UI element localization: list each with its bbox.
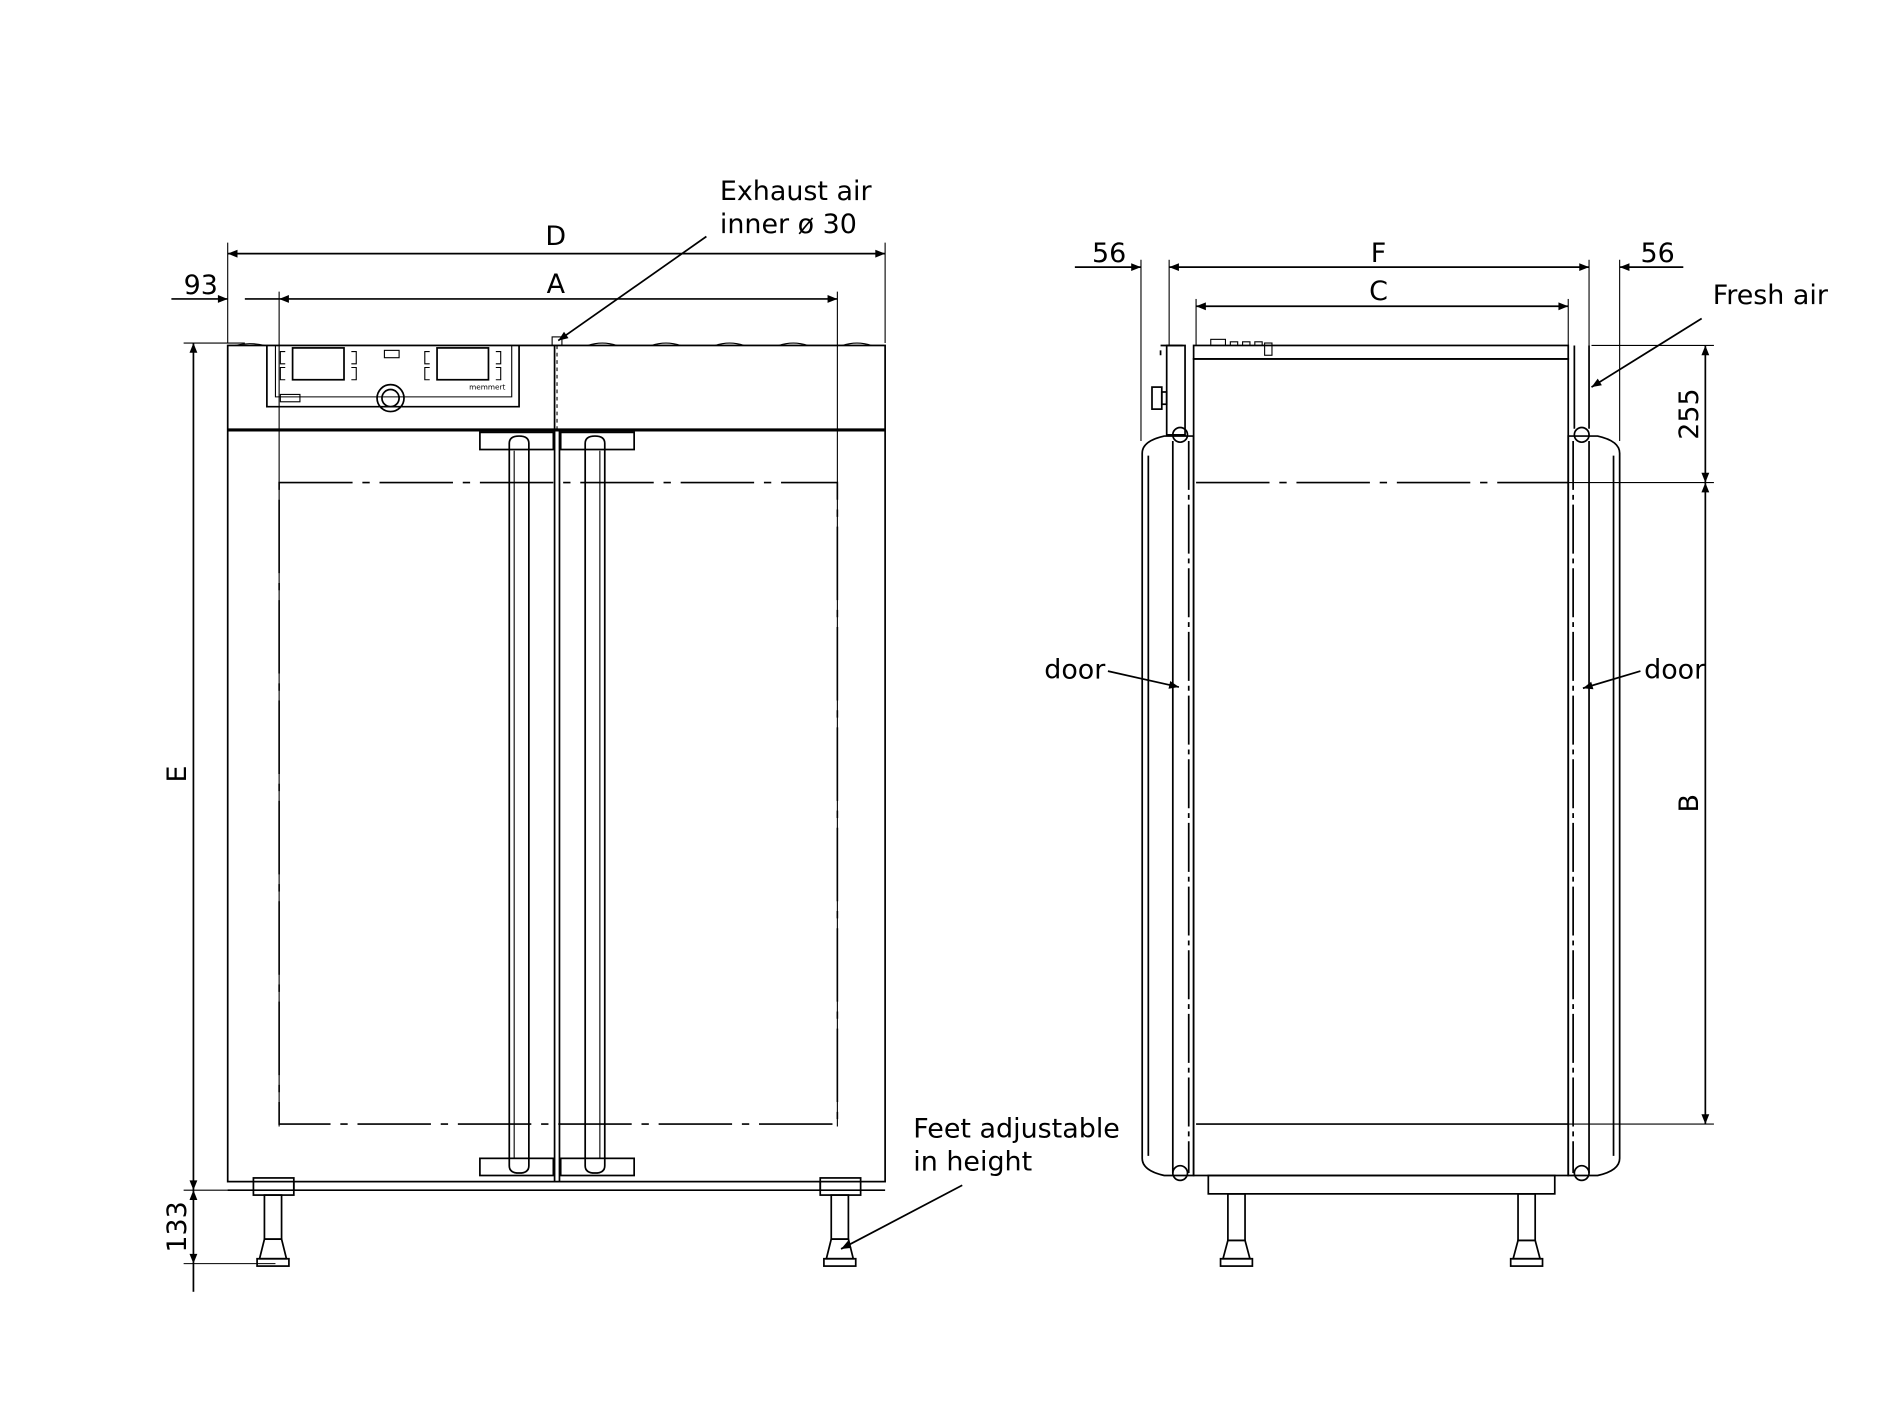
dim-b-label: B bbox=[1674, 794, 1705, 812]
fresh-air-callout: Fresh air bbox=[1591, 280, 1829, 388]
dim-56-right-label: 56 bbox=[1640, 238, 1674, 269]
door-handles bbox=[479, 431, 636, 1177]
dimension-d: D bbox=[227, 221, 886, 344]
dimension-f: F 56 56 bbox=[1074, 238, 1684, 441]
side-view: F 56 56 C 255 B bbox=[1044, 238, 1829, 1267]
door-right bbox=[1567, 345, 1621, 1182]
dim-56-left-label: 56 bbox=[1092, 238, 1126, 269]
foot-right bbox=[819, 1177, 862, 1267]
foot-right-side bbox=[1509, 1192, 1544, 1267]
dim-f-label: F bbox=[1371, 238, 1386, 269]
foot-left bbox=[252, 1177, 295, 1267]
control-panel: memmert bbox=[266, 345, 520, 413]
door-left-callout: door bbox=[1044, 654, 1180, 689]
door-left bbox=[1141, 426, 1195, 1182]
exhaust-label-line1: Exhaust air bbox=[720, 176, 873, 207]
dimension-a: A 93 bbox=[171, 269, 838, 1127]
dim-a-label: A bbox=[547, 269, 566, 300]
front-view: D A 93 E 133 bbox=[162, 176, 1120, 1292]
dim-255-label: 255 bbox=[1674, 388, 1705, 439]
dim-e-label: E bbox=[162, 765, 193, 782]
dimension-b: 255 B bbox=[1568, 344, 1714, 1125]
dim-c-label: C bbox=[1369, 276, 1388, 307]
feet-callout: Feet adjustable in height bbox=[840, 1114, 1120, 1250]
brand-logo: memmert bbox=[469, 383, 505, 392]
dimension-c: C bbox=[1195, 276, 1569, 346]
door-right-label: door bbox=[1644, 654, 1706, 685]
dim-93-label: 93 bbox=[184, 270, 218, 301]
dimension-e: E 133 bbox=[162, 342, 276, 1292]
exhaust-label-line2: inner ø 30 bbox=[720, 209, 857, 240]
dim-133-label: 133 bbox=[162, 1201, 193, 1252]
cabinet-front: memmert bbox=[226, 336, 886, 1267]
dim-d-label: D bbox=[545, 221, 566, 252]
cabinet-side bbox=[1141, 338, 1621, 1267]
exhaust-air-callout: Exhaust air inner ø 30 bbox=[557, 176, 873, 342]
foot-left-side bbox=[1219, 1192, 1254, 1267]
feet-label-line2: in height bbox=[913, 1147, 1032, 1178]
door-right-callout: door bbox=[1582, 654, 1706, 690]
feet-label-line1: Feet adjustable bbox=[913, 1114, 1120, 1145]
door-left-label: door bbox=[1044, 654, 1106, 685]
fresh-air-label: Fresh air bbox=[1713, 280, 1829, 311]
